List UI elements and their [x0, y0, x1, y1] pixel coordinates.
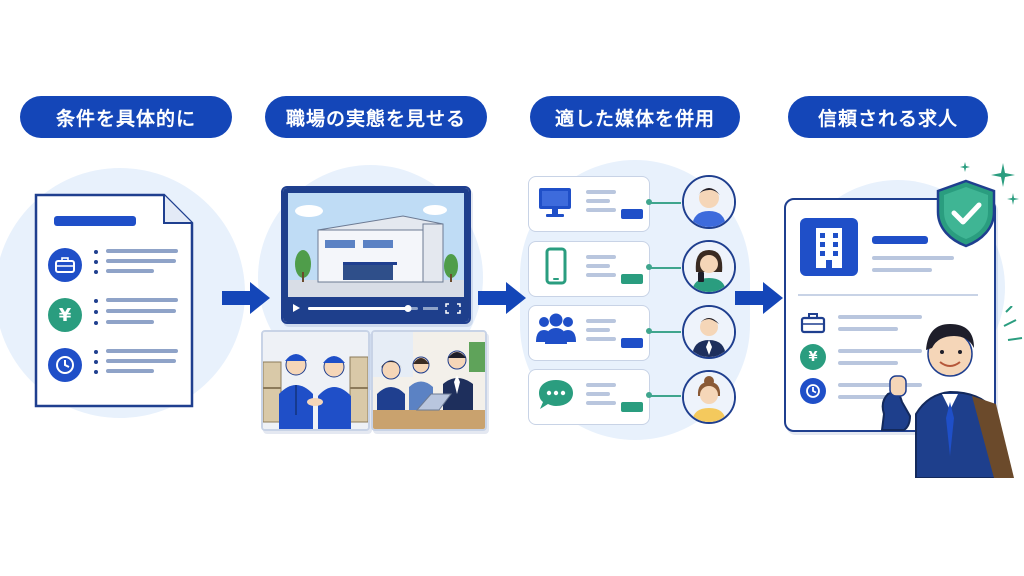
candidate-avatar	[682, 175, 736, 229]
posting-heading-bar	[872, 236, 928, 244]
text-line	[872, 268, 932, 272]
smartphone-icon	[545, 247, 567, 285]
candidate-avatar	[682, 240, 736, 294]
text-line	[586, 401, 616, 405]
text-line	[586, 273, 616, 277]
step4-title: 信頼される求人	[788, 96, 988, 138]
office-meeting-photo	[371, 330, 487, 431]
yen-symbol: ¥	[808, 349, 818, 365]
arrow-right-icon	[735, 282, 783, 314]
smiling-candidate-illustration	[880, 306, 1023, 478]
bullet-dot	[94, 270, 98, 274]
connector-dot	[646, 264, 652, 270]
bullet-dot	[94, 321, 98, 325]
clock-icon	[800, 378, 826, 404]
text-line	[586, 328, 610, 332]
step3-title: 適した媒体を併用	[530, 96, 740, 138]
shield-check-icon	[936, 179, 996, 248]
channel-tag	[621, 338, 643, 348]
play-icon[interactable]	[291, 302, 303, 314]
connector-line	[649, 331, 681, 333]
bullet-dot	[94, 299, 98, 303]
connector-dot	[646, 328, 652, 334]
document-heading-bar	[54, 216, 136, 226]
text-line	[838, 349, 922, 353]
sparkle-icon	[960, 162, 970, 172]
text-line	[838, 327, 898, 331]
text-line	[106, 309, 176, 313]
connector-dot	[646, 392, 652, 398]
text-line	[106, 298, 178, 302]
group-icon	[536, 313, 576, 344]
text-line	[586, 392, 610, 396]
bullet-dot	[94, 250, 98, 254]
arrow-right-icon	[222, 282, 270, 314]
yen-symbol: ¥	[58, 304, 72, 326]
text-line	[586, 264, 610, 268]
briefcase-icon	[800, 310, 826, 336]
text-line	[586, 337, 616, 341]
arrow-right-icon	[478, 282, 526, 314]
divider	[798, 294, 978, 296]
step1-title: 条件を具体的に	[20, 96, 232, 138]
text-line	[106, 359, 176, 363]
text-line	[586, 208, 616, 212]
warehouse-workers-photo	[261, 330, 370, 431]
text-line	[106, 349, 178, 353]
text-line	[586, 383, 616, 387]
connector-line	[649, 395, 681, 397]
channel-tag	[621, 402, 643, 412]
connector-dot	[646, 199, 652, 205]
clock-icon	[48, 348, 82, 382]
building-icon	[800, 218, 858, 276]
connector-line	[649, 202, 681, 204]
yen-icon: ¥	[48, 298, 82, 332]
bullet-dot	[94, 350, 98, 354]
text-line	[838, 395, 898, 399]
text-line	[106, 249, 178, 253]
text-line	[872, 256, 954, 260]
connector-line	[649, 267, 681, 269]
step2-title: 職場の実態を見せる	[265, 96, 487, 138]
chat-icon	[539, 380, 573, 409]
sparkle-icon	[1007, 193, 1019, 205]
candidate-avatar	[682, 305, 736, 359]
yen-icon: ¥	[800, 344, 826, 370]
monitor-icon	[539, 188, 571, 217]
text-line	[838, 361, 898, 365]
text-line	[106, 269, 154, 273]
candidate-avatar	[682, 370, 736, 424]
sparkle-icon	[991, 163, 1015, 187]
bullet-dot	[94, 260, 98, 264]
bullet-dot	[94, 310, 98, 314]
workplace-video-player[interactable]	[281, 186, 471, 324]
text-line	[838, 315, 922, 319]
text-line	[586, 199, 610, 203]
fullscreen-icon[interactable]	[443, 302, 461, 314]
bullet-dot	[94, 360, 98, 364]
text-line	[586, 319, 616, 323]
briefcase-icon	[48, 248, 82, 282]
channel-tag	[621, 274, 643, 284]
job-conditions-document: ¥	[34, 193, 194, 408]
channel-tag	[621, 209, 643, 219]
text-line	[106, 259, 176, 263]
text-line	[838, 383, 922, 387]
text-line	[586, 190, 616, 194]
text-line	[106, 369, 154, 373]
bullet-dot	[94, 370, 98, 374]
text-line	[586, 255, 616, 259]
text-line	[106, 320, 154, 324]
